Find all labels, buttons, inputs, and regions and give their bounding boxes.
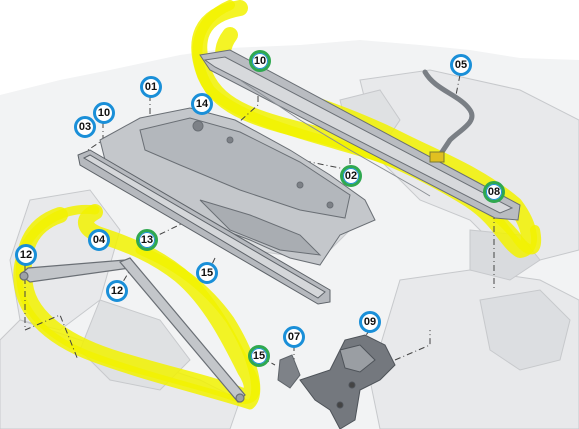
part-crossbar: [77, 149, 331, 305]
callout-02[interactable]: 02: [340, 165, 362, 187]
callout-10-top[interactable]: 10: [249, 50, 271, 72]
part-bracket-large: [299, 334, 396, 429]
callout-07[interactable]: 07: [283, 326, 305, 348]
callout-12-left[interactable]: 12: [15, 244, 37, 266]
callout-08[interactable]: 08: [483, 181, 505, 203]
callout-10-left[interactable]: 10: [93, 102, 115, 124]
part-strut: [19, 257, 246, 403]
callout-12-center[interactable]: 12: [106, 280, 128, 302]
callout-04[interactable]: 04: [88, 229, 110, 251]
part-tube: [422, 69, 475, 163]
callout-05[interactable]: 05: [450, 54, 472, 76]
callout-03[interactable]: 03: [74, 116, 96, 138]
callout-09[interactable]: 09: [359, 311, 381, 333]
part-top-rail: [199, 49, 521, 221]
callout-15-center[interactable]: 15: [196, 262, 218, 284]
part-bracket-small: [277, 354, 301, 389]
highlight-lower-strut: [15, 204, 260, 404]
callout-01[interactable]: 01: [140, 76, 162, 98]
callout-15-bottom[interactable]: 15: [248, 345, 270, 367]
callout-13[interactable]: 13: [136, 229, 158, 251]
callout-14[interactable]: 14: [191, 93, 213, 115]
highlight-top-rail-outer: [192, 0, 542, 255]
